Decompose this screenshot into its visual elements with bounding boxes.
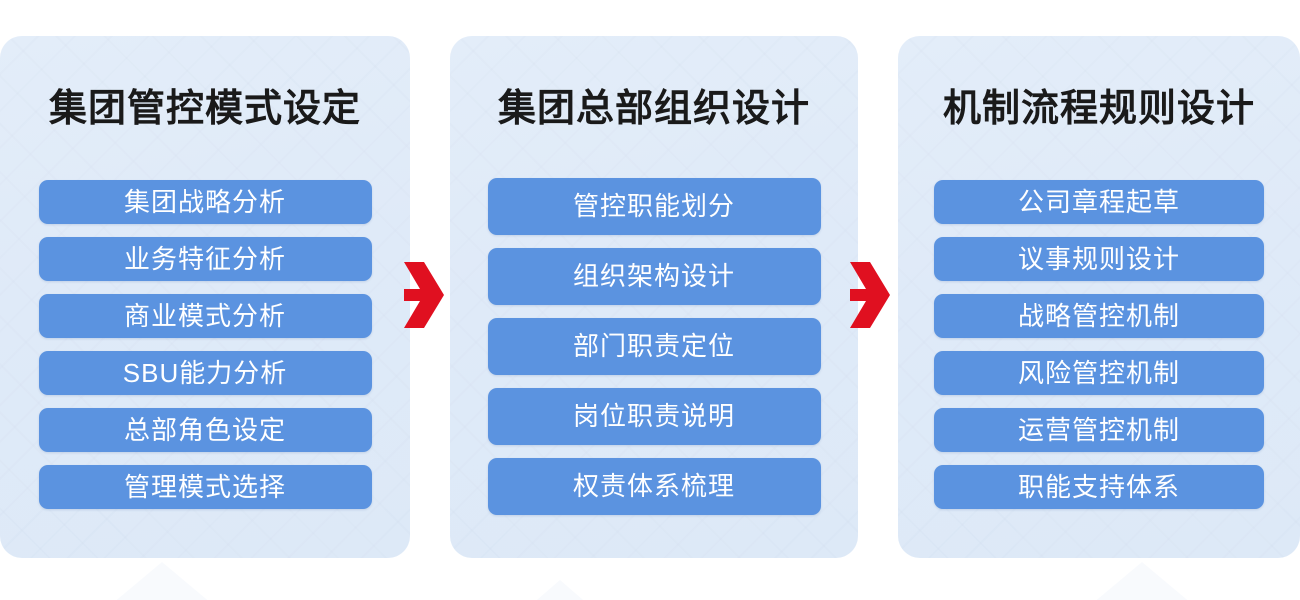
flow-arrow-icon	[404, 262, 444, 328]
stage-item[interactable]: 风险管控机制	[934, 351, 1264, 395]
stage-item[interactable]: SBU能力分析	[38, 351, 372, 395]
stage-item[interactable]: 战略管控机制	[934, 294, 1264, 338]
stage-item[interactable]: 部门职责定位	[487, 318, 821, 375]
stage-item[interactable]: 议事规则设计	[934, 237, 1264, 281]
stage-panel-1[interactable]: 集团管控模式设定 集团战略分析 业务特征分析 商业模式分析 SBU能力分析 总部…	[0, 36, 410, 558]
stage-item[interactable]: 运营管控机制	[934, 408, 1264, 452]
stage-item[interactable]: 职能支持体系	[934, 465, 1264, 509]
process-flow-columns: 集团管控模式设定 集团战略分析 业务特征分析 商业模式分析 SBU能力分析 总部…	[0, 36, 1300, 558]
stage-item[interactable]: 业务特征分析	[38, 237, 372, 281]
stage-item[interactable]: 总部角色设定	[38, 408, 372, 452]
stage-item[interactable]: 管理模式选择	[38, 465, 372, 509]
stage-item[interactable]: 商业模式分析	[38, 294, 372, 338]
stage-title-2: 集团总部组织设计	[497, 88, 810, 130]
flow-arrow-icon	[850, 262, 890, 328]
stage-item[interactable]: 岗位职责说明	[487, 388, 821, 445]
stage-item[interactable]: 集团战略分析	[38, 180, 372, 224]
stage-item-list-1: 集团战略分析 业务特征分析 商业模式分析 SBU能力分析 总部角色设定 管理模式…	[0, 180, 410, 509]
stage-panel-2[interactable]: 集团总部组织设计 管控职能划分 组织架构设计 部门职责定位 岗位职责说明 权责体…	[450, 36, 858, 558]
stage-item[interactable]: 公司章程起草	[934, 180, 1264, 224]
background-watermark	[0, 556, 1300, 600]
stage-title-1: 集团管控模式设定	[48, 88, 361, 130]
stage-item[interactable]: 组织架构设计	[487, 248, 821, 305]
stage-item-list-3: 公司章程起草 议事规则设计 战略管控机制 风险管控机制 运营管控机制 职能支持体…	[898, 180, 1300, 509]
stage-item[interactable]: 权责体系梳理	[487, 458, 821, 515]
stage-item[interactable]: 管控职能划分	[487, 178, 821, 235]
stage-title-3: 机制流程规则设计	[942, 88, 1255, 130]
stage-panel-3[interactable]: 机制流程规则设计 公司章程起草 议事规则设计 战略管控机制 风险管控机制 运营管…	[898, 36, 1300, 558]
stage-item-list-2: 管控职能划分 组织架构设计 部门职责定位 岗位职责说明 权责体系梳理	[450, 178, 858, 528]
